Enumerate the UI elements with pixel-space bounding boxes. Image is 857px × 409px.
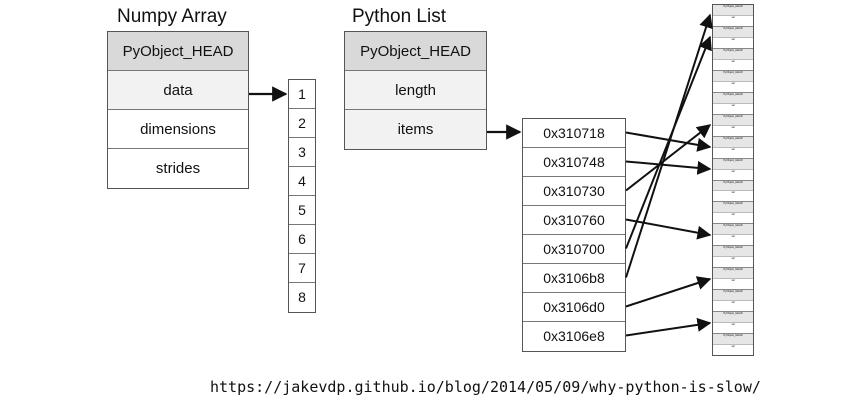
python-object-value: val xyxy=(731,81,735,85)
buffer-element: 5 xyxy=(289,196,315,225)
python-object-value: val xyxy=(731,103,735,107)
python-object-value: val xyxy=(731,37,735,41)
python-object-head: PyObject_HEAD xyxy=(713,114,753,126)
buffer-element: 8 xyxy=(298,289,306,305)
python-object-head: PyObject_HEAD xyxy=(713,26,753,38)
python-object-value: val xyxy=(731,301,735,305)
pointer-arrow xyxy=(625,276,712,308)
pointer-cell: 0x310748 xyxy=(523,148,625,177)
pointer-cell: 0x3106e8 xyxy=(543,328,605,344)
pointer-arrow xyxy=(625,124,712,192)
pylist-length-field: length xyxy=(345,71,486,110)
python-object-head: PyObject_HEAD xyxy=(713,268,753,280)
buffer-element: 1 xyxy=(289,80,315,109)
python-object-head: PyObject_HEAD xyxy=(713,136,753,148)
pointer-cell: 0x310760 xyxy=(523,206,625,235)
python-object-value: val xyxy=(731,323,735,327)
pointer-arrow xyxy=(625,131,712,152)
python-object-head: PyObject_HEAD xyxy=(713,92,753,104)
python-object-head: PyObject_HEAD xyxy=(713,246,753,258)
python-object-head: PyObject_HEAD xyxy=(713,202,753,214)
pointer-cell: 0x3106d0 xyxy=(523,293,625,322)
python-object-value: val xyxy=(731,257,735,261)
python-object-head: PyObject_HEAD xyxy=(713,334,753,346)
python-object-head: PyObject_HEAD xyxy=(713,70,753,82)
pylist-pyobject-head: PyObject_HEAD xyxy=(345,32,486,71)
source-url: https://jakevdp.github.io/blog/2014/05/0… xyxy=(210,378,761,396)
python-object-head: PyObject_HEAD xyxy=(713,224,753,236)
python-object-value: val xyxy=(731,191,735,195)
pylist-items-field: items xyxy=(345,110,486,149)
pointer-arrow xyxy=(625,317,712,337)
python-object-head: PyObject_HEAD xyxy=(713,312,753,324)
numpy-dimensions-field: dimensions xyxy=(108,110,248,149)
buffer-element: 4 xyxy=(289,167,315,196)
python-object-value: val xyxy=(731,59,735,63)
numpy-data-field: data xyxy=(108,71,248,110)
buffer-element: 2 xyxy=(289,109,315,138)
numpy-array-struct: PyObject_HEAD data dimensions strides xyxy=(107,31,249,189)
pointer-array: 0x310718 0x310748 0x310730 0x310760 0x31… xyxy=(522,118,626,352)
numpy-pyobject-head: PyObject_HEAD xyxy=(108,32,248,71)
pointer-cell: 0x310700 xyxy=(523,235,625,264)
python-object-value: val xyxy=(731,345,735,349)
python-object-value: val xyxy=(731,235,735,239)
pointer-cell: 0x310730 xyxy=(523,177,625,206)
python-object-head: PyObject_HEAD xyxy=(713,180,753,192)
buffer-element: 3 xyxy=(289,138,315,167)
python-object-value: val xyxy=(731,169,735,173)
numpy-array-title: Numpy Array xyxy=(117,6,227,27)
pointer-cell: 0x310718 xyxy=(523,119,625,148)
python-object-value: val xyxy=(731,213,735,217)
buffer-element: 7 xyxy=(289,254,315,283)
buffer-element: 6 xyxy=(289,225,315,254)
pointer-arrow xyxy=(625,13,713,278)
numpy-data-buffer: 1 2 3 4 5 6 7 8 xyxy=(288,79,316,313)
python-object-value: val xyxy=(731,147,735,151)
pointer-arrow xyxy=(625,160,712,175)
python-object-value: val xyxy=(731,125,735,129)
pointer-arrow xyxy=(625,218,712,240)
numpy-strides-field: strides xyxy=(155,160,201,177)
python-object-head: PyObject_HEAD xyxy=(713,48,753,60)
python-object-value: val xyxy=(731,15,735,19)
python-object-value: val xyxy=(731,279,735,283)
python-list-struct: PyObject_HEAD length items xyxy=(344,31,487,150)
python-object-head: PyObject_HEAD xyxy=(713,158,753,170)
python-object-head: PyObject_HEAD xyxy=(713,5,753,16)
pointer-arrow xyxy=(625,35,712,249)
python-object-head: PyObject_HEAD xyxy=(713,290,753,302)
pointer-cell: 0x3106b8 xyxy=(523,264,625,293)
python-list-title: Python List xyxy=(352,6,446,27)
